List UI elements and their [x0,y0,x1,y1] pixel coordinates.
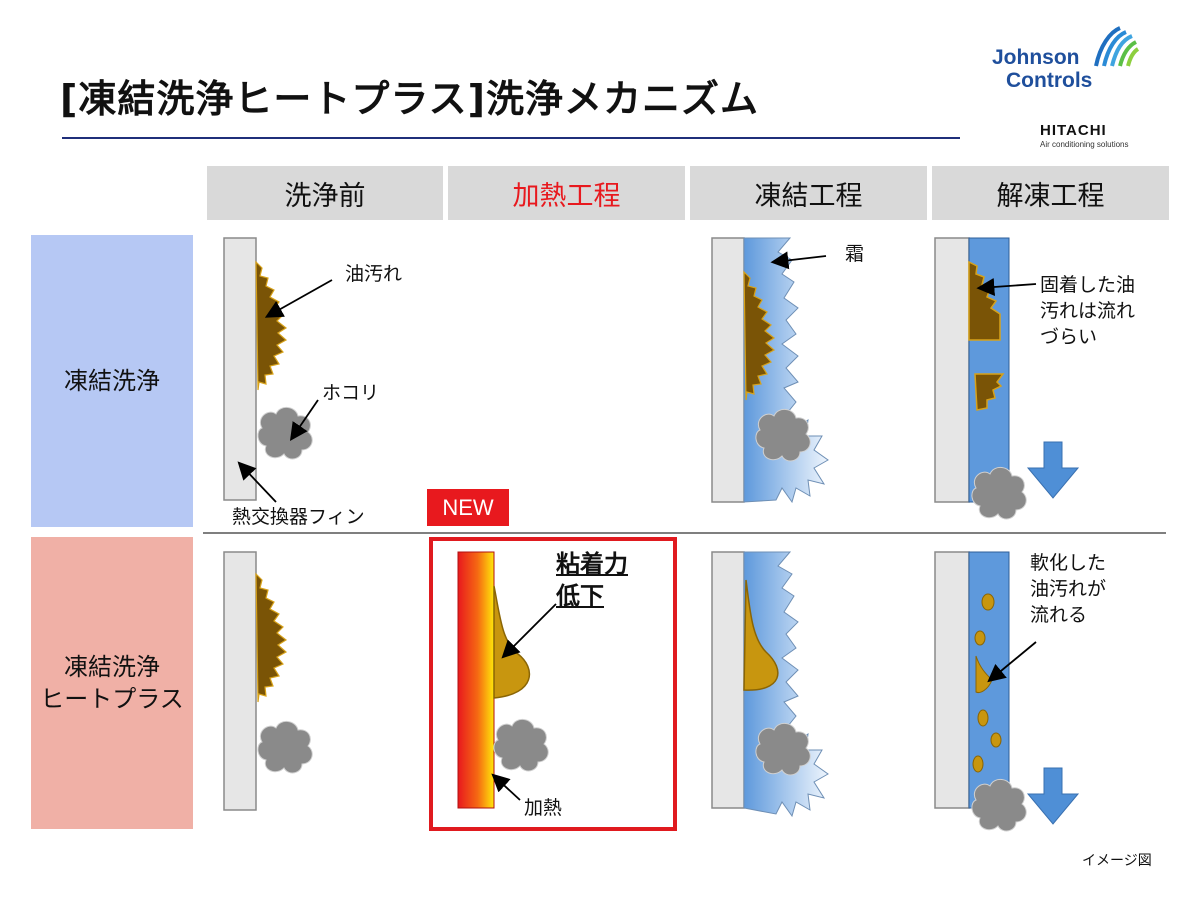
row2-heating-panel [457,551,557,809]
dust-clump [257,721,313,774]
col-header-before: 洗浄前 [207,166,443,220]
fin-plate [223,551,257,811]
jc-logo-line2: Controls [1006,69,1093,92]
row-divider [203,532,1166,534]
page-title: [凍結洗浄ヒートプラス]洗浄メカニズム [60,77,759,121]
row1-before-panel [223,237,333,503]
label-dust: ホコリ [322,382,380,404]
oil-droplet [981,593,995,611]
oil-droplet [972,755,984,773]
oil-stain-shape [255,260,288,391]
footnote: イメージ図 [1082,853,1152,869]
dust-clump [971,779,1027,832]
softened-oil-drop [743,579,779,691]
oil-droplet [990,732,1002,748]
new-highlight-frame [429,537,677,831]
label-fin: 熱交換器フィン [232,506,365,528]
flow-down-arrow [1026,441,1080,499]
new-badge: NEW [427,489,509,526]
johnson-controls-logo: Johnson Controls [992,46,1092,92]
fin-plate [934,551,970,809]
col-header-heating: 加熱工程 [448,166,685,220]
heated-fin-plate [457,551,495,809]
oil-stain-shape [743,270,776,401]
row2-before-panel [223,551,313,811]
label-adhesion-down: 粘着力 低下 [556,550,628,610]
row1-freezing-panel [711,237,829,504]
hitachi-logo: HITACHI [1040,122,1107,139]
jc-swirl-icon [1094,26,1140,67]
hitachi-tagline: Air conditioning solutions [1040,140,1129,149]
row-header-freeze-wash: 凍結洗浄 [31,235,193,527]
row1-thawing-panel [934,237,1080,520]
stuck-oil-small [974,373,1005,411]
row-header-heatplus: 凍結洗浄 ヒートプラス [31,537,193,829]
col-header-thawing: 解凍工程 [932,166,1169,220]
dust-clump [971,467,1027,520]
oil-droplet [977,709,989,727]
label-softened-oil: 軟化した 油汚れが 流れる [1030,552,1107,626]
fin-plate [934,237,970,503]
label-stuck-oil: 固着した油 汚れは流れ づらい [1040,274,1136,348]
dust-clump [257,407,313,460]
label-oil-stain: 油汚れ [345,263,403,285]
oil-stain-shape [255,572,288,703]
flow-down-arrow [1026,767,1080,825]
fin-plate [711,551,745,809]
row2-thawing-panel [934,551,1080,832]
label-heating: 加熱 [524,797,563,819]
oil-droplet [974,630,986,646]
jc-logo-line1: Johnson [992,46,1080,69]
fin-plate [223,237,257,501]
col-header-freezing: 凍結工程 [690,166,927,220]
label-frost: 霜 [845,243,865,265]
fin-plate [711,237,745,503]
dust-clump [493,719,549,772]
dust-clump [755,723,811,776]
title-underline [62,137,960,139]
dust-clump [755,409,811,462]
row2-freezing-panel [711,551,829,818]
